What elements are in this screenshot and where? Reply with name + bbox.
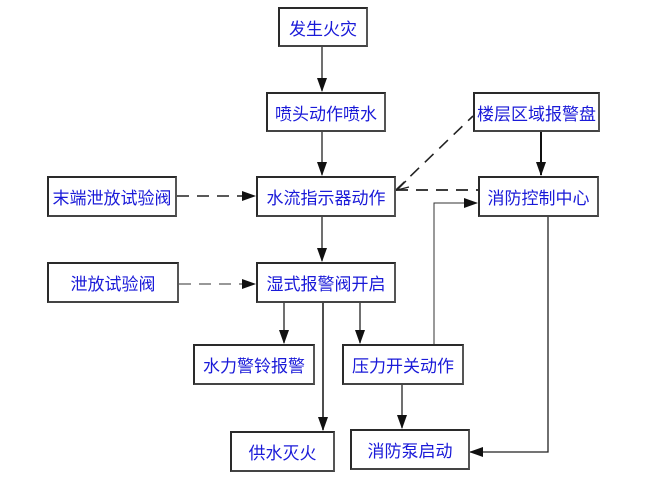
edge-pressure-switch-to-control-center xyxy=(433,198,478,344)
node-water-supply: 供水灭火 xyxy=(230,431,335,472)
node-pressure-switch: 压力开关动作 xyxy=(342,344,464,385)
node-fire-occurs: 发生火灾 xyxy=(278,7,368,47)
edge-control-center-to-pump-start xyxy=(469,216,549,457)
node-test-valve: 泄放试验阀 xyxy=(47,262,179,303)
node-water-bell-alarm: 水力警铃报警 xyxy=(193,344,315,385)
node-fire-control-center: 消防控制中心 xyxy=(478,176,599,217)
edge-flow-indicator-to-floor-panel xyxy=(395,115,474,191)
node-sprinkler-spray: 喷头动作喷水 xyxy=(266,92,386,132)
node-flow-indicator: 水流指示器动作 xyxy=(256,176,396,217)
node-wet-alarm-valve: 湿式报警阀开启 xyxy=(256,262,396,303)
node-end-test-valve: 末端泄放试验阀 xyxy=(47,176,177,217)
node-fire-pump-start: 消防泵启动 xyxy=(350,429,470,470)
node-floor-alarm-panel: 楼层区域报警盘 xyxy=(473,92,600,132)
